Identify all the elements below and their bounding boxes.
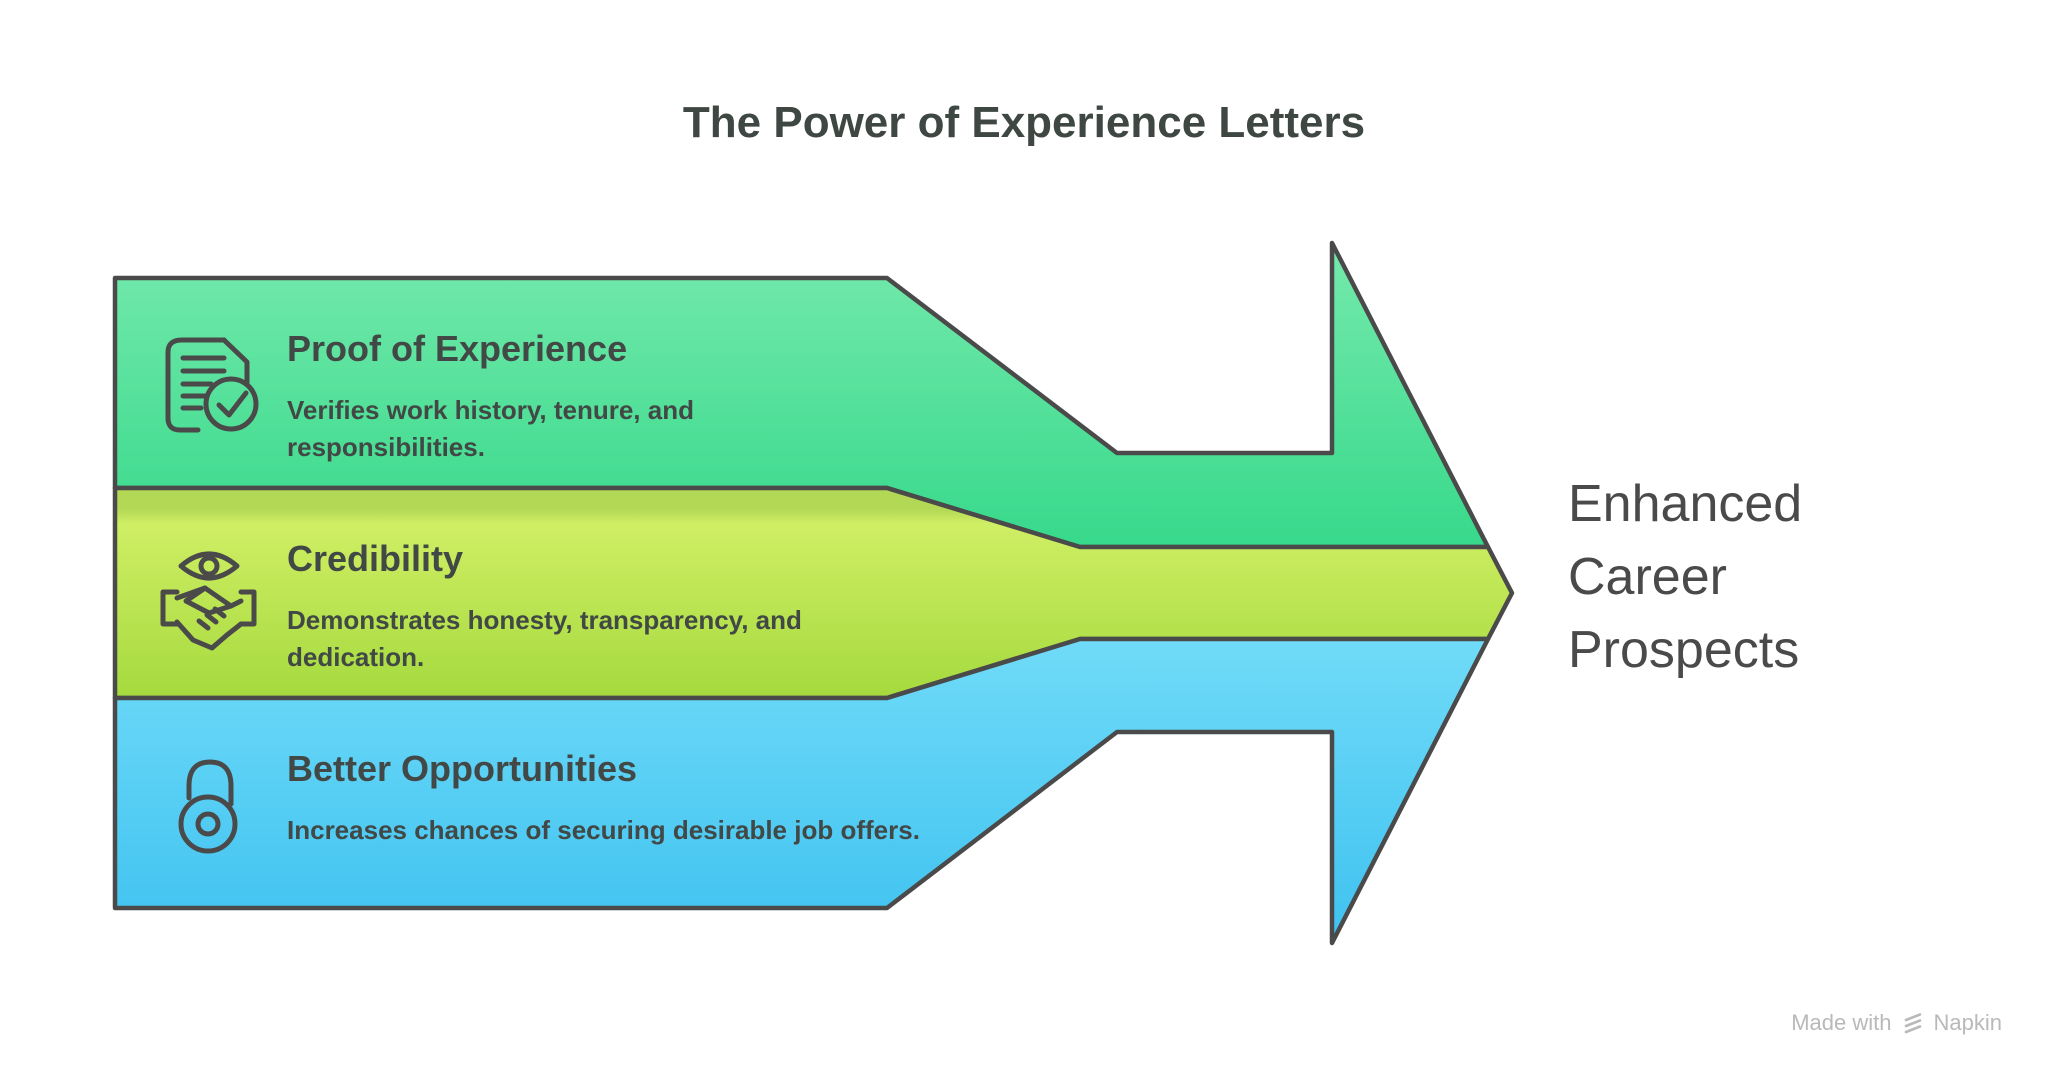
page-title: The Power of Experience Letters (682, 98, 1366, 147)
napkin-logo-icon (1904, 1013, 1921, 1034)
band-description-better-opportunities: Increases chances of securing desirable … (287, 815, 920, 845)
watermark-prefix: Made with (1791, 1010, 1892, 1035)
band-title-proof-of-experience: Proof of Experience (287, 328, 628, 369)
document-check-icon (165, 337, 259, 433)
result-label: Enhanced Career Prospects (1568, 475, 1803, 679)
eye-handshake-icon (160, 551, 257, 651)
open-padlock-icon (178, 759, 238, 854)
band-description-credibility: Demonstrates honesty, transparency, and … (287, 605, 802, 672)
band-better-opportunities-shape (112, 636, 1491, 946)
band-title-better-opportunities: Better Opportunities (287, 748, 638, 789)
band-description-proof-of-experience: Verifies work history, tenure, and respo… (287, 395, 694, 462)
watermark: Made with Napkin (1791, 1010, 2002, 1036)
watermark-brand: Napkin (1933, 1010, 2002, 1035)
band-title-credibility: Credibility (287, 538, 464, 579)
